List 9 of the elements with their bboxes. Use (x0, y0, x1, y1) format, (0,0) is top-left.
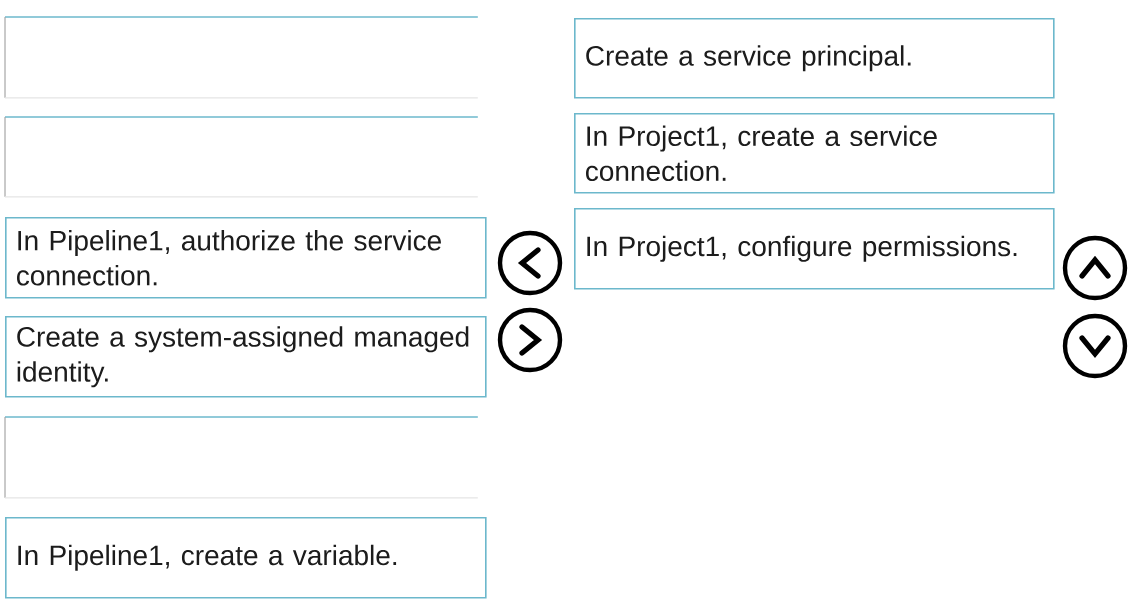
text-box: In Project1, configure permissions. (574, 208, 1055, 290)
empty-box (4, 16, 479, 99)
empty-box (4, 116, 479, 198)
text-box: Create a system-assigned managed identity. (5, 316, 487, 398)
text-box: In Pipeline1, authorize the service connection. (5, 217, 487, 299)
empty-box (4, 416, 479, 499)
text-box: Create a service principal. (574, 18, 1055, 99)
text-box: In Pipeline1, create a variable. (5, 517, 487, 599)
text-box: In Project1, create a service connection. (574, 113, 1055, 194)
